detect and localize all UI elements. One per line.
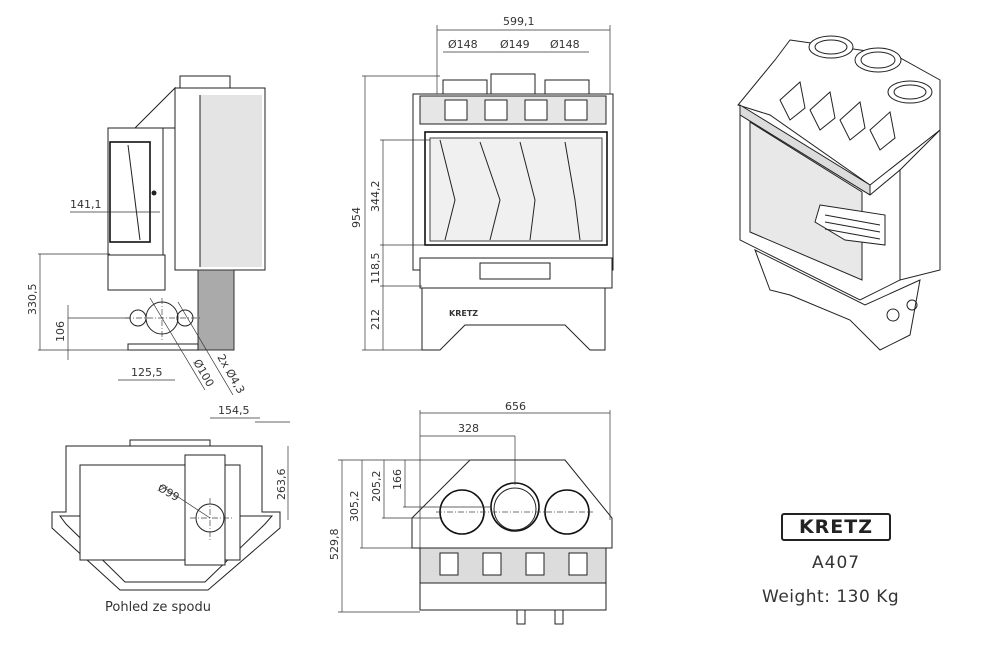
dim-125-5: 125,5 [131, 366, 163, 379]
isometric-view [737, 35, 941, 351]
top-view: 656 328 529,8 305,2 205,2 166 [328, 400, 613, 625]
bottom-view: 154,5 263,6 Ø99 [51, 404, 290, 591]
dim-106: 106 [54, 321, 67, 342]
dim-328: 328 [458, 422, 479, 435]
dim-holes: 2x Ø4,3 [214, 352, 247, 396]
dim-599-1: 599,1 [503, 15, 535, 28]
front-badge: KRETZ [449, 309, 478, 318]
dim-dia-149: Ø149 [500, 38, 530, 51]
dim-118-5: 118,5 [369, 253, 382, 285]
dim-dia-148-right: Ø148 [550, 38, 580, 51]
dim-344-2: 344,2 [369, 181, 382, 213]
dim-154-5: 154,5 [218, 404, 250, 417]
dim-954: 954 [350, 207, 363, 228]
kretz-logo: KRETZ [781, 513, 891, 541]
bottom-view-caption: Pohled ze spodu [105, 600, 211, 615]
dim-205-2: 205,2 [370, 471, 383, 503]
front-view: KRETZ 599,1 Ø148 Ø149 Ø148 954 344,2 118… [350, 15, 614, 351]
side-view: 141,1 330,5 106 125,5 Ø100 2x Ø4,3 [26, 75, 266, 396]
dim-dia-100: Ø100 [190, 357, 216, 389]
weight-label: Weight: 130 Kg [762, 587, 900, 607]
dim-dia-148-left: Ø148 [448, 38, 478, 51]
dim-656: 656 [505, 400, 526, 413]
dim-212: 212 [369, 309, 382, 330]
dim-330-5: 330,5 [26, 284, 39, 316]
dim-529-8: 529,8 [328, 529, 341, 561]
model-number: A407 [812, 553, 861, 573]
dim-263-6: 263,6 [275, 469, 288, 501]
dim-305-2: 305,2 [348, 491, 361, 523]
dim-166: 166 [391, 469, 404, 490]
dim-141-1: 141,1 [70, 198, 102, 211]
